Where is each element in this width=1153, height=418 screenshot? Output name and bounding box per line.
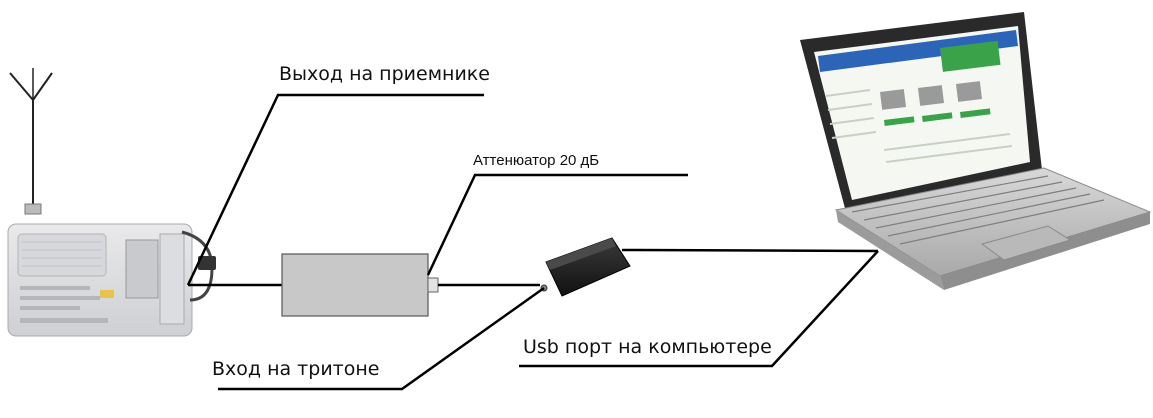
laptop-screen	[814, 26, 1030, 200]
laptop	[800, 12, 1152, 290]
leader-receiver-output	[186, 93, 484, 286]
leader-usb-port	[519, 250, 879, 368]
leader-triton-input	[218, 286, 545, 391]
radio-speaker-grille	[17, 233, 107, 277]
attenuator-connector	[427, 277, 439, 293]
radio-indicator	[100, 290, 114, 298]
label-attenuator: Аттенюатор 20 дБ	[473, 152, 600, 169]
cable-dongle-laptop	[621, 248, 879, 253]
label-triton-input: Вход на тритоне	[212, 358, 380, 380]
leader-lines	[186, 93, 879, 391]
label-usb-port: Usb порт на компьютере	[523, 336, 772, 358]
radio-display	[125, 239, 159, 299]
leader-attenuator	[426, 173, 688, 276]
label-receiver-output: Выход на приемнике	[279, 63, 490, 85]
antenna	[9, 68, 53, 215]
usb-dongle	[540, 237, 631, 297]
attenuator-box	[281, 253, 439, 317]
radio-receiver	[7, 68, 216, 337]
laptop-touchpad	[980, 225, 1072, 261]
